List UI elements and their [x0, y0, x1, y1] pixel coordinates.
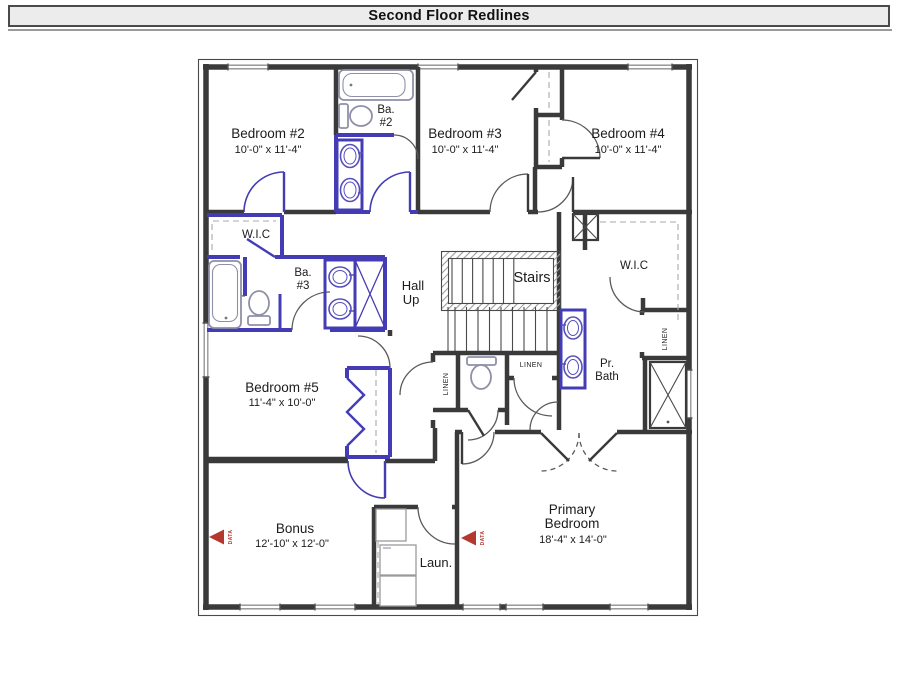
- window: [627, 63, 673, 71]
- room-label-bedroom-5: Bedroom #5: [245, 380, 319, 395]
- bathtub: [208, 260, 242, 329]
- room-labels: Bedroom #2 10'-0" x 11'-4" Ba. #2 Bedroo…: [231, 104, 669, 570]
- window: [314, 603, 356, 611]
- data-markers: DATA DATA: [209, 529, 486, 546]
- fixtures: [208, 69, 688, 607]
- data-marker-label: DATA: [228, 530, 234, 545]
- window: [417, 63, 459, 71]
- vanity-sinks: [323, 258, 357, 330]
- room-label-linen-center: LINEN: [520, 362, 543, 369]
- shower: [353, 258, 387, 330]
- shower: [648, 360, 688, 430]
- window: [239, 603, 281, 611]
- windows: [202, 63, 693, 611]
- data-marker-label: DATA: [480, 531, 486, 546]
- room-label-hall: Up: [403, 292, 420, 307]
- room-label-linen-right: LINEN: [662, 328, 669, 351]
- laundry-counter: [375, 508, 407, 542]
- window: [227, 63, 269, 71]
- window: [462, 603, 501, 611]
- room-label-bath-3: Ba.: [294, 267, 311, 279]
- room-label-bath-3: #3: [297, 280, 310, 292]
- vanity-sinks: [559, 308, 587, 390]
- room-label-wic-right: W.I.C: [620, 260, 648, 272]
- room-label-primary-bath: Pr.: [600, 358, 614, 370]
- chase-box: [571, 212, 600, 242]
- vanity-sinks: [335, 138, 364, 212]
- data-marker: DATA: [461, 530, 486, 546]
- room-label-laundry: Laun.: [420, 555, 453, 570]
- washer-dryer: [379, 544, 417, 607]
- title-bar: Second Floor Redlines: [8, 5, 890, 27]
- bathtub: [338, 69, 414, 101]
- exterior-walls: [197, 58, 699, 617]
- title-underline: [8, 29, 892, 31]
- room-label-linen-left: LINEN: [443, 373, 450, 396]
- room-dims-bedroom-2: 10'-0" x 11'-4": [235, 144, 302, 156]
- room-label-bedroom-3: Bedroom #3: [428, 126, 502, 141]
- room-label-hall: Hall: [402, 278, 425, 293]
- room-label-bedroom-2: Bedroom #2: [231, 126, 305, 141]
- room-label-bonus: Bonus: [276, 521, 315, 536]
- room-label-wic-left: W.I.C: [242, 229, 270, 241]
- room-label-primary-bedroom: Primary: [549, 502, 596, 517]
- room-dims-bonus: 12'-10" x 12'-0": [255, 538, 329, 550]
- doors: [214, 71, 646, 545]
- room-label-bedroom-4: Bedroom #4: [591, 126, 665, 141]
- room-label-primary-bath: Bath: [595, 371, 619, 383]
- interior-walls: [206, 67, 692, 607]
- room-dims-primary-bedroom: 18'-4" x 14'-0": [539, 534, 607, 546]
- data-marker: DATA: [209, 529, 234, 545]
- room-label-primary-bedroom: Bedroom: [545, 516, 600, 531]
- room-dims-bedroom-3: 10'-0" x 11'-4": [432, 144, 499, 156]
- room-dims-bedroom-5: 11'-4" x 10'-0": [249, 397, 316, 409]
- window: [609, 603, 649, 611]
- room-label-stairs: Stairs: [513, 270, 550, 286]
- toilet: [466, 356, 497, 390]
- staircase: [440, 250, 562, 351]
- room-dims-bedroom-4: 10'-0" x 11'-4": [595, 144, 662, 156]
- room-label-bath-2: Ba.: [377, 104, 394, 116]
- window: [505, 603, 544, 611]
- room-label-bath-2: #2: [380, 117, 393, 129]
- toilet: [338, 103, 373, 129]
- page-title: Second Floor Redlines: [368, 8, 530, 24]
- toilet: [247, 290, 271, 326]
